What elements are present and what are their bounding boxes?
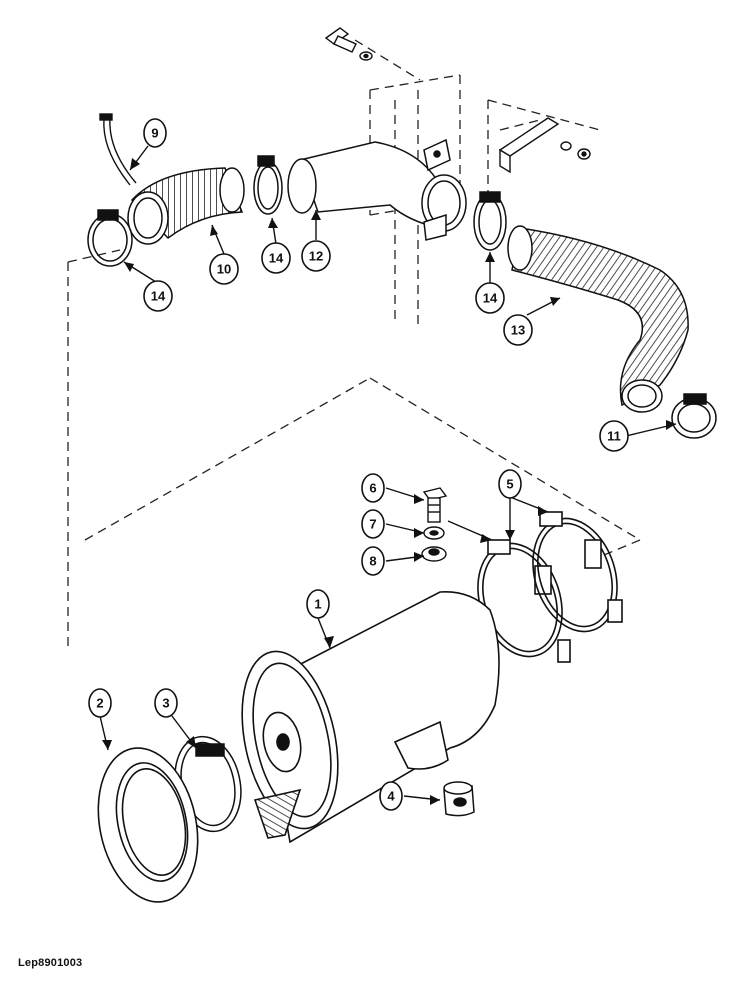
callout-12-label: 12: [309, 249, 323, 264]
hose-clamp-middle: [253, 155, 283, 215]
callout-11: 11: [599, 420, 629, 452]
callout-6: 6: [361, 473, 385, 503]
air-cleaner-housing: [241, 591, 500, 844]
callout-14-right: 14: [475, 282, 505, 314]
callout-14-middle-label: 14: [269, 251, 284, 266]
mounting-band-rear: [532, 511, 623, 633]
mounting-bolt-top: [324, 27, 373, 61]
callout-8: 8: [361, 546, 385, 576]
callout-10: 10: [209, 253, 239, 285]
strap-tie: [99, 113, 137, 186]
rubber-cap: [443, 781, 475, 817]
callout-7-label: 7: [369, 517, 376, 532]
hose-clamp-bottom: [671, 393, 717, 439]
bracket-right: [498, 117, 591, 174]
callout-9-label: 9: [151, 126, 158, 141]
callout-3: 3: [154, 688, 178, 718]
hose-clamp-left: [87, 209, 133, 267]
callout-14-left-label: 14: [151, 289, 166, 304]
callout-3-label: 3: [162, 696, 169, 711]
callout-13: 13: [503, 314, 533, 346]
y-pipe-adapter: [287, 138, 467, 241]
hex-bolt: [422, 487, 448, 523]
callout-10-label: 10: [217, 262, 231, 277]
drawing-reference-code: Lep8901003: [18, 957, 83, 969]
callout-11-label: 11: [607, 429, 621, 444]
callout-4-label: 4: [387, 789, 395, 804]
flexible-hose-long: [507, 225, 689, 413]
callout-4: 4: [379, 781, 403, 811]
callout-14-left: 14: [143, 280, 173, 312]
callout-9: 9: [143, 118, 167, 148]
leader-arrowheads: [102, 158, 676, 805]
washer-spring: [423, 526, 445, 540]
callout-7: 7: [361, 509, 385, 539]
callout-5-label: 5: [506, 477, 513, 492]
callout-5: 5: [498, 469, 522, 499]
callout-13-label: 13: [511, 323, 525, 338]
callout-6-label: 6: [369, 481, 376, 496]
callout-2-label: 2: [96, 696, 103, 711]
cover-ring: [97, 747, 199, 903]
callout-1-label: 1: [314, 597, 321, 612]
callout-14-right-label: 14: [483, 291, 498, 306]
callout-12: 12: [301, 240, 331, 272]
callout-1: 1: [306, 589, 330, 619]
callout-2: 2: [88, 688, 112, 718]
flexible-hose-elbow: [127, 167, 245, 245]
callout-8-label: 8: [369, 554, 376, 569]
washer-flat: [421, 546, 447, 562]
callout-14-middle: 14: [261, 242, 291, 274]
hose-clamp-right: [473, 191, 507, 251]
